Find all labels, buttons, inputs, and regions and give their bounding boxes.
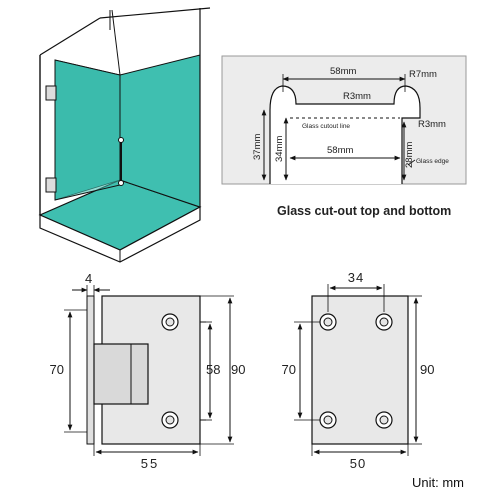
side-dim-right-inner: 58 — [206, 362, 220, 377]
r7-label: R7mm — [409, 69, 437, 80]
r3-right-label: R3mm — [418, 119, 446, 130]
plate-screw-top-right — [375, 313, 393, 331]
back-glass-wall — [119, 54, 201, 208]
upper-hinge-icon — [45, 85, 57, 101]
plate-screw-top-left — [319, 313, 337, 331]
side-dim-bottom: 55 — [141, 456, 159, 471]
hinge-back-plate — [86, 295, 95, 445]
plate-screw-bottom-right — [375, 411, 393, 429]
cutout-line-label: Glass cutout line — [302, 123, 350, 130]
plate-dim-top: 34 — [348, 270, 364, 285]
glass-cutout-detail: 58mm R7mm R3mm R3mm Glass cutout line 37… — [221, 55, 467, 185]
side-dim-left: 70 — [50, 362, 64, 377]
cutout-top-width-label: 58mm — [330, 66, 356, 77]
shower-enclosure-illustration — [38, 7, 211, 263]
cutout-caption: Glass cut-out top and bottom — [277, 204, 452, 218]
cutout-bottom-width-label: 58mm — [327, 145, 353, 156]
plate-dim-left: 70 — [282, 362, 296, 377]
r3-top-label: R3mm — [343, 91, 371, 102]
plate-dim-bottom: 50 — [350, 456, 366, 471]
height-34-label: 34mm — [274, 136, 285, 162]
glass-edge-label: Glass edge — [416, 158, 449, 165]
hinge-plate-view: 34 70 90 50 — [282, 270, 435, 471]
unit-label: Unit: mm — [412, 475, 464, 490]
hinge-side-view: 4 70 58 90 55 — [50, 271, 246, 471]
hinge-knuckle — [93, 343, 149, 405]
front-glass-door — [54, 59, 121, 201]
plate-dim-right: 90 — [420, 362, 434, 377]
lower-hinge-icon — [45, 177, 57, 193]
height-28-label: 28mm — [404, 142, 415, 168]
side-dim-top: 4 — [85, 271, 92, 286]
hinge-screw-bottom — [161, 411, 179, 429]
height-37-label: 37mm — [252, 134, 263, 160]
plate-screw-bottom-left — [319, 411, 337, 429]
side-dim-right-outer: 90 — [231, 362, 245, 377]
hinge-screw-top — [161, 313, 179, 331]
